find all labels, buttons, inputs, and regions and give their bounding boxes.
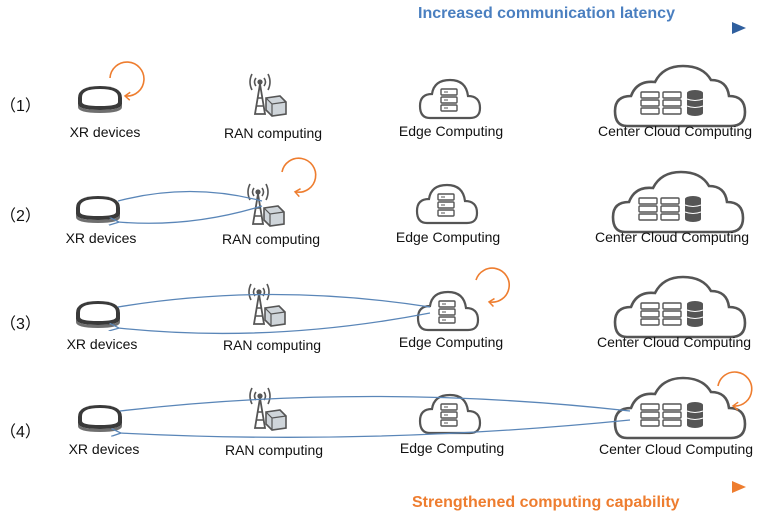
center-cloud-icon [611,170,745,234]
ran-computing-label: RAN computing [224,442,324,458]
row-index: （2） [0,208,41,225]
capability-arrow-head [732,481,746,493]
loop-arrow-icon [475,267,510,307]
loop-arrow-icon [109,61,145,101]
loop-arrow-icon [717,371,753,411]
xr-headset-icon [78,405,122,432]
ran-tower-icon [247,183,285,227]
loop-arrow-icon [281,157,317,198]
latency-label: Increased communication latency [418,5,675,22]
xr-headset-icon [76,301,120,328]
edge-cloud-icon [415,183,479,225]
center-cloud-label: Center Cloud Computing [596,334,752,350]
edge-computing-label: Edge Computing [398,334,504,350]
xr-devices-label: XR devices [69,124,141,140]
ran-computing-label: RAN computing [223,125,323,141]
xr-devices-label: XR devices [66,336,138,352]
row-index: （1） [0,98,41,115]
xr-devices-label: XR devices [65,230,137,246]
edge-computing-label: Edge Computing [395,229,501,245]
uplink-arrow [119,395,631,412]
downlink-arrow [120,419,631,438]
ran-computing-label: RAN computing [222,337,322,353]
ran-computing-label: RAN computing [221,231,321,247]
downlink-arrow [118,312,431,335]
capability-label: Strengthened computing capability [412,494,680,511]
center-cloud-icon [613,376,747,440]
edge-cloud-icon [418,78,482,120]
edge-cloud-icon [418,393,482,435]
center-cloud-label: Center Cloud Computing [597,123,753,139]
edge-computing-label: Edge Computing [398,123,504,139]
center-cloud-label: Center Cloud Computing [594,229,750,245]
latency-arrow-head [732,22,746,34]
row-index: （3） [0,316,41,333]
xr-headset-icon [76,196,120,223]
center-cloud-label: Center Cloud Computing [598,441,754,457]
ran-tower-icon [248,283,286,327]
center-cloud-icon [613,64,747,128]
uplink-arrow [117,293,431,308]
center-cloud-icon [613,275,747,339]
ran-tower-icon [249,387,287,431]
xr-headset-icon [78,86,122,113]
edge-computing-label: Edge Computing [399,440,505,456]
uplink-arrow [117,190,263,202]
xr-devices-label: XR devices [68,441,140,457]
downlink-arrow [118,205,263,223]
edge-cloud-icon [416,290,480,332]
ran-tower-icon [249,73,287,117]
row-index: （4） [0,424,41,441]
